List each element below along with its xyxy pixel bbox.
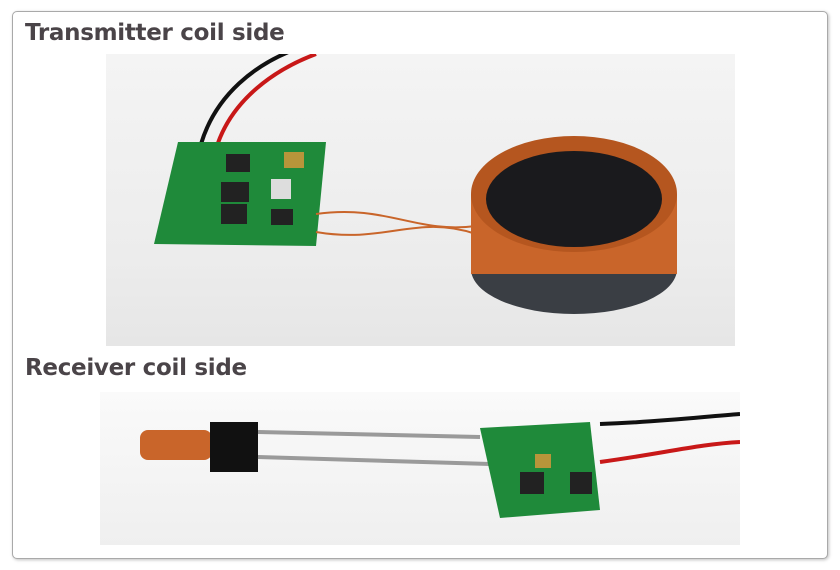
black-wire: [199, 54, 289, 145]
receiver-coil: [140, 430, 212, 460]
transmitter-photo: [106, 54, 735, 346]
black-wire: [599, 412, 740, 426]
receiver-illustration: [140, 412, 740, 518]
coil-core: [486, 151, 662, 247]
pcb-board: [480, 422, 600, 518]
receiver-photo: [100, 392, 740, 545]
transmitter-heading: Transmitter coil side: [25, 20, 285, 46]
red-wire: [214, 54, 317, 150]
transmitter-illustration: [154, 54, 677, 314]
red-wire: [599, 440, 740, 464]
receiver-heading: Receiver coil side: [25, 355, 247, 381]
